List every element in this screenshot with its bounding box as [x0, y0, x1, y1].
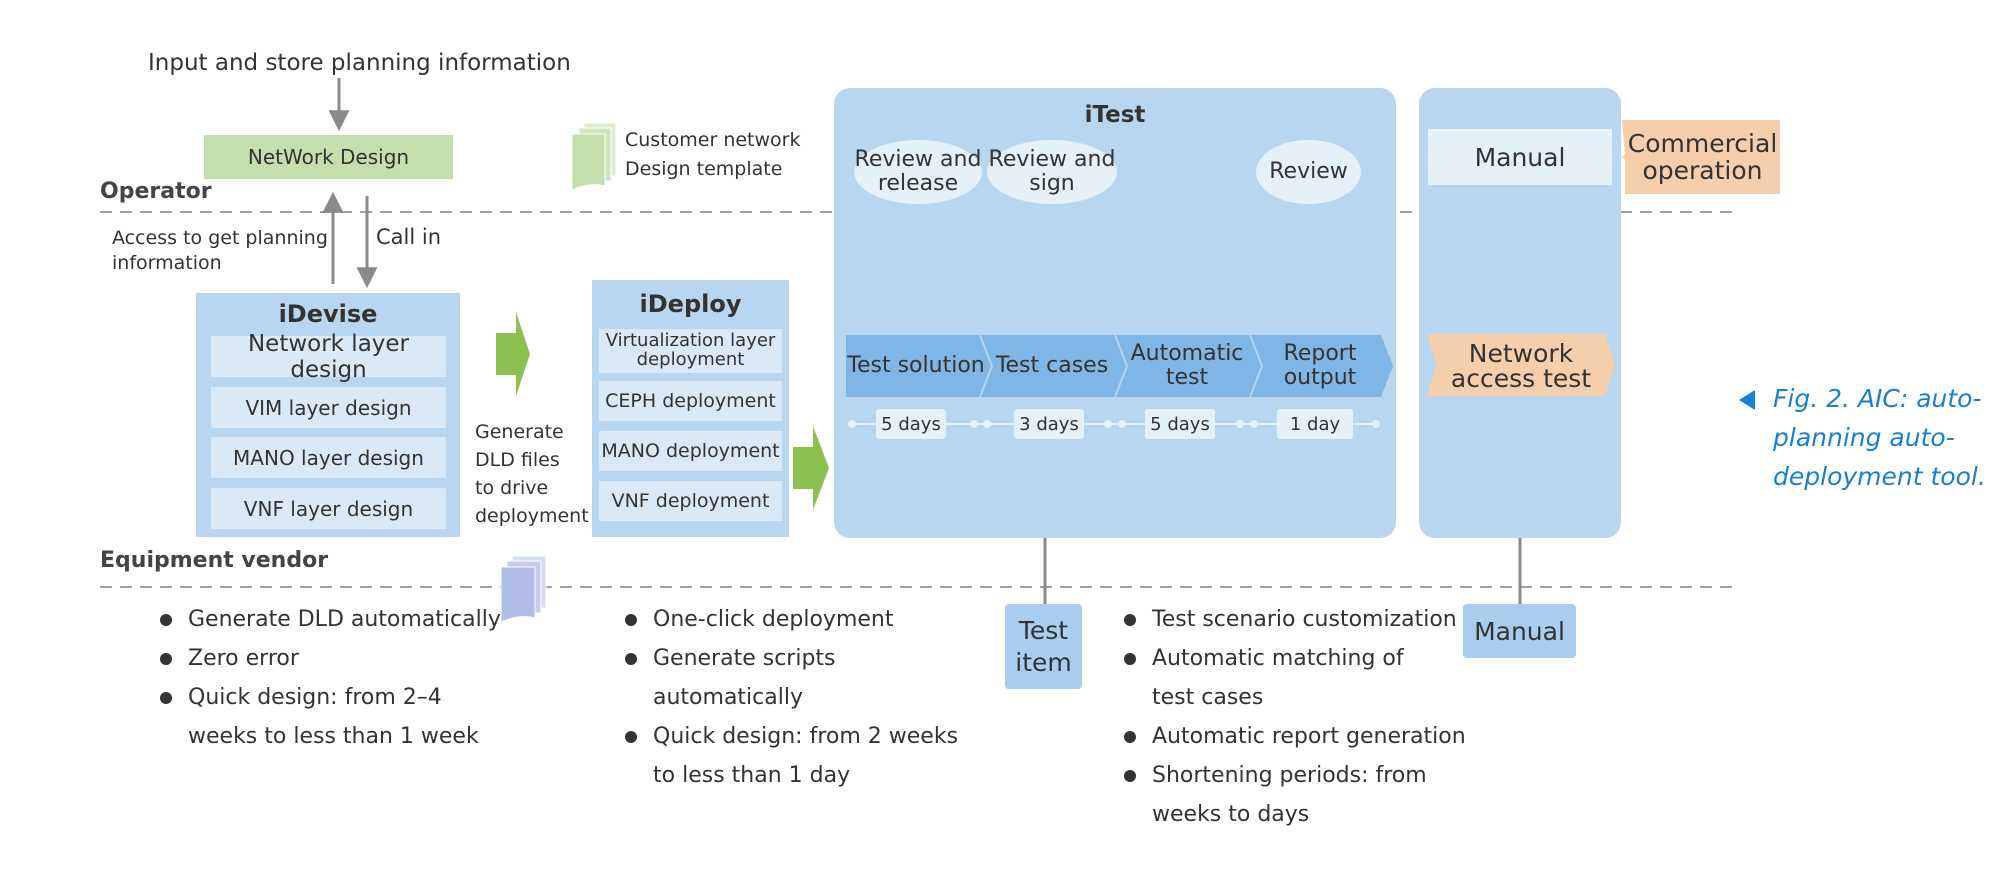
bullet-item: Generate DLD automatically — [158, 600, 501, 639]
bullet-item: Generate scripts — [623, 639, 958, 678]
review-release-oval: Review and release — [854, 140, 982, 204]
step-test-solution: Test solution — [847, 352, 985, 378]
bullet-continuation: to less than 1 day — [653, 763, 851, 788]
access-planning-label: Access to get planning information — [112, 227, 328, 274]
bullet-item: One-click deployment — [623, 600, 958, 639]
caption-triangle-icon — [1739, 390, 1755, 410]
mano-layer-design: MANO layer design — [211, 437, 446, 478]
commercial-operation: Commercial operation — [1627, 129, 1778, 185]
manual-box: Manual — [1428, 129, 1612, 185]
call-in-label: Call in — [376, 225, 442, 249]
vendor-section-label: Equipment vendor — [100, 548, 329, 573]
test-steps-chevrons — [846, 335, 1393, 397]
itest-bullets: Test scenario customization Automatic ma… — [1122, 600, 1466, 834]
duration-test-cases: 3 days — [1014, 409, 1084, 439]
commercial-operation-shape — [1622, 120, 1780, 194]
ideploy-title: iDeploy — [639, 290, 742, 318]
vim-layer-design: VIM layer design — [211, 387, 446, 428]
mano-deployment: MANO deployment — [599, 431, 782, 471]
review-sign-oval: Review and sign — [987, 140, 1117, 204]
figure-caption: Fig. 2. AIC: auto- planning auto- deploy… — [1773, 384, 1986, 491]
review-oval: Review — [1256, 140, 1361, 204]
step-report-output: Report output — [1283, 340, 1357, 390]
green-arrow-1 — [496, 312, 530, 396]
duration-test-solution: 5 days — [876, 409, 946, 439]
bullet-item: Quick design: from 2–4 — [158, 678, 501, 717]
step-test-cases: Test cases — [995, 352, 1109, 378]
virtualization-layer-deployment: Virtualization layer deployment — [599, 329, 782, 373]
bullet-item: Test scenario customization — [1122, 600, 1466, 639]
duration-automatic-test: 5 days — [1145, 409, 1215, 439]
vendor-manual-box: Manual — [1463, 604, 1576, 658]
itest-title: iTest — [1084, 102, 1146, 128]
idevise-bullets: Generate DLD automatically Zero error Qu… — [158, 600, 501, 756]
input-planning-label: Input and store planning information — [148, 50, 571, 76]
duration-report-output: 1 day — [1277, 409, 1353, 439]
template-document-icon — [571, 122, 617, 191]
bullet-item: Zero error — [158, 639, 501, 678]
step-automatic-test: Automatic test — [1130, 340, 1244, 390]
test-item-box: Test item — [1005, 604, 1082, 689]
template-label: Customer network Design template — [625, 129, 801, 180]
network-access-test-shape — [1427, 334, 1615, 396]
bullet-continuation: automatically — [653, 685, 803, 710]
bullet-item: Quick design: from 2 weeks — [623, 717, 958, 756]
ideploy-bullets: One-click deployment Generate scripts au… — [623, 600, 958, 795]
operator-section-label: Operator — [100, 179, 212, 204]
idevise-title: iDevise — [278, 300, 378, 328]
bullet-continuation: test cases — [1152, 685, 1264, 710]
bullet-continuation: weeks to less than 1 week — [188, 724, 479, 749]
vnf-layer-design: VNF layer design — [211, 488, 446, 529]
bullet-item: Shortening periods: from — [1122, 756, 1466, 795]
dld-document-icon — [500, 555, 547, 623]
generate-dld-label: Generate DLD files to drive deployment — [475, 421, 589, 527]
green-arrow-2 — [793, 426, 829, 510]
network-design-box: NetWork Design — [204, 135, 453, 179]
network-layer-design: Network layer design — [211, 331, 446, 383]
bullet-item: Automatic report generation — [1122, 717, 1466, 756]
bullet-continuation: weeks to days — [1152, 802, 1310, 827]
bullet-item: Automatic matching of — [1122, 639, 1466, 678]
network-access-test: Network access test — [1450, 338, 1592, 393]
ceph-deployment: CEPH deployment — [599, 381, 782, 421]
vnf-deployment: VNF deployment — [599, 481, 782, 521]
